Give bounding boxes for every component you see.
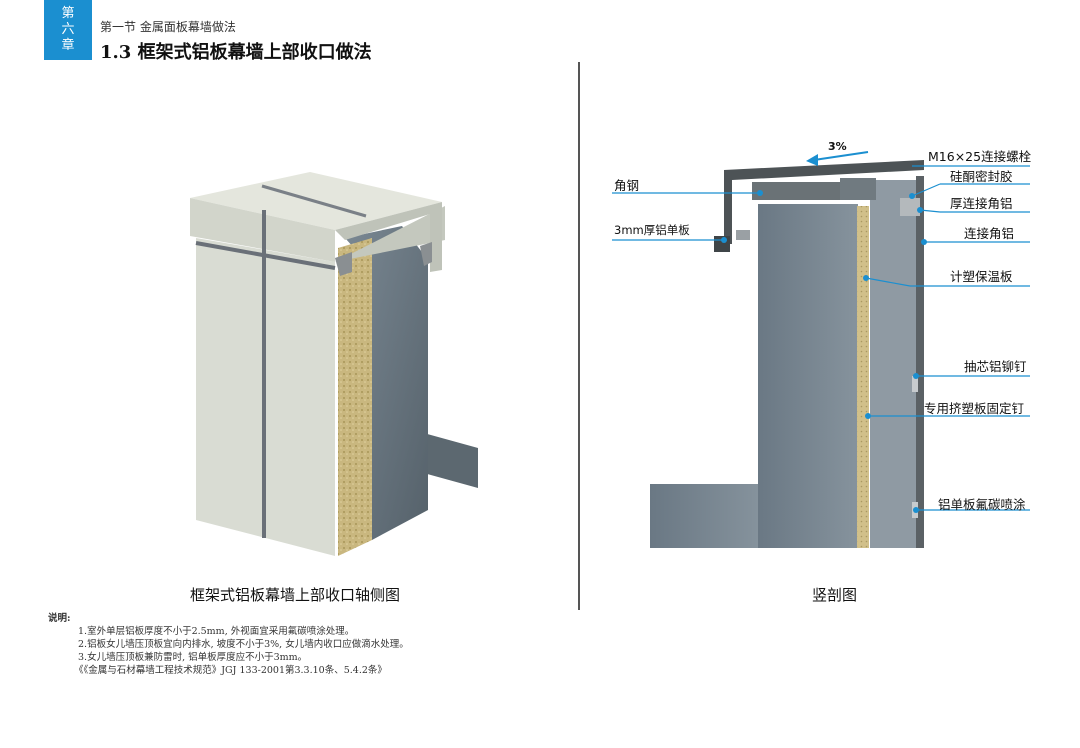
chapter-char-3: 章: [61, 38, 75, 53]
label-thick-angle: 厚连接角铝: [950, 196, 1013, 211]
label-sealant: 硅酮密封胶: [950, 169, 1013, 184]
left-figure-caption: 框架式铝板幕墙上部收口轴侧图: [190, 586, 401, 604]
section-label: 第一节 金属面板幕墙做法: [100, 20, 236, 34]
right-figure-caption: 竖剖图: [812, 586, 858, 604]
notes-block: 说明: 1.室外单层铝板厚度不小于2.5mm, 外视面宜采用氟碳喷涂处理。 2.…: [48, 612, 409, 677]
chapter-char-2: 六: [61, 22, 75, 37]
label-rivet: 抽芯铝铆钉: [964, 359, 1027, 374]
note-reference: 《《金属与石材幕墙工程技术规范》JGJ 133-2001第3.3.10条、5.4…: [74, 665, 387, 676]
label-bolt: M16×25连接螺栓: [928, 149, 1032, 164]
label-angle-steel: 角钢: [614, 178, 640, 193]
label-coating: 铝单板氟碳喷涂: [938, 497, 1026, 512]
note-item-3: 3.女儿墙压顶板兼防雷时, 铝单板厚度应不小于3mm。: [78, 652, 308, 663]
label-insulation: 计塑保温板: [950, 269, 1013, 284]
slope-label: 3%: [828, 140, 847, 153]
axonometric-illustration: [190, 172, 478, 556]
label-single-panel: 3mm厚铝单板: [614, 223, 690, 237]
note-item-1: 1.室外单层铝板厚度不小于2.5mm, 外视面宜采用氟碳喷涂处理。: [78, 626, 355, 637]
notes-heading: 说明:: [48, 613, 71, 624]
chapter-char-1: 第: [61, 6, 75, 21]
note-item-2: 2.铝板女儿墙压顶板宜向内排水, 坡度不小于3%, 女儿墙内收口应做滴水处理。: [78, 639, 409, 650]
page-title: 1.3 框架式铝板幕墙上部收口做法: [100, 42, 372, 63]
label-nail: 专用挤塑板固定钉: [924, 401, 1025, 416]
center-divider: [578, 62, 580, 610]
chapter-tab: 第 六 章: [44, 0, 92, 60]
section-drawing: [612, 151, 1030, 548]
label-connect-angle: 连接角铝: [964, 226, 1015, 241]
